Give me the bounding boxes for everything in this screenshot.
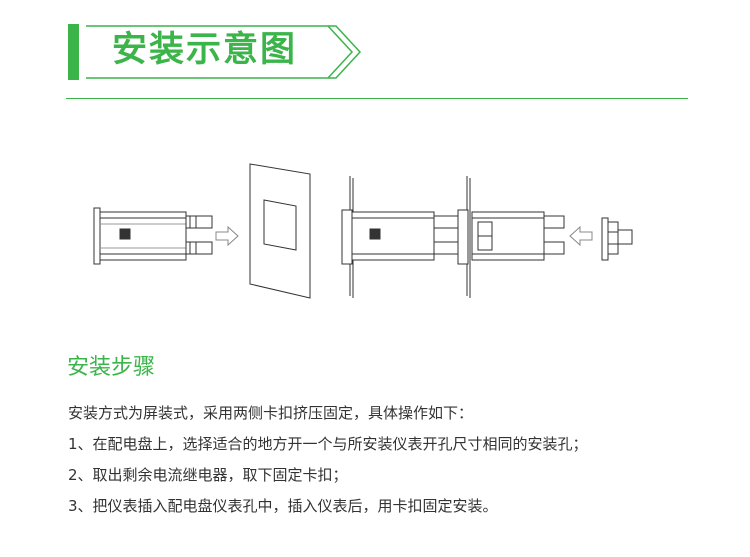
meter-clip-fixing-illustration — [457, 176, 565, 298]
meter-inserted-illustration — [341, 176, 459, 298]
installation-diagram — [93, 163, 633, 299]
arrow-right-icon — [215, 225, 239, 247]
title-banner: 安装示意图 — [68, 22, 368, 84]
banner-accent-bar — [68, 24, 79, 80]
step-1: 1、在配电盘上，选择适合的地方开一个与所安装仪表开孔尺寸相同的安装孔； — [68, 435, 588, 453]
meter-with-clips-illustration — [93, 207, 213, 265]
step-3: 3、把仪表插入配电盘仪表孔中，插入仪表后，用卡扣固定安装。 — [68, 497, 498, 515]
page-title: 安装示意图 — [112, 30, 298, 70]
banner-arrow-frame — [86, 25, 362, 79]
steps-heading: 安装步骤 — [67, 355, 156, 380]
panel-cutout-illustration — [249, 163, 311, 299]
clip-illustration — [601, 217, 633, 261]
step-2: 2、取出剩余电流继电器，取下固定卡扣； — [68, 466, 348, 484]
header-divider — [66, 98, 688, 99]
arrow-left-icon — [569, 225, 593, 247]
step-intro: 安装方式为屏装式，采用两侧卡扣挤压固定，具体操作如下： — [68, 404, 474, 422]
steps-list: 安装方式为屏装式，采用两侧卡扣挤压固定，具体操作如下： 1、在配电盘上，选择适合… — [68, 398, 588, 522]
